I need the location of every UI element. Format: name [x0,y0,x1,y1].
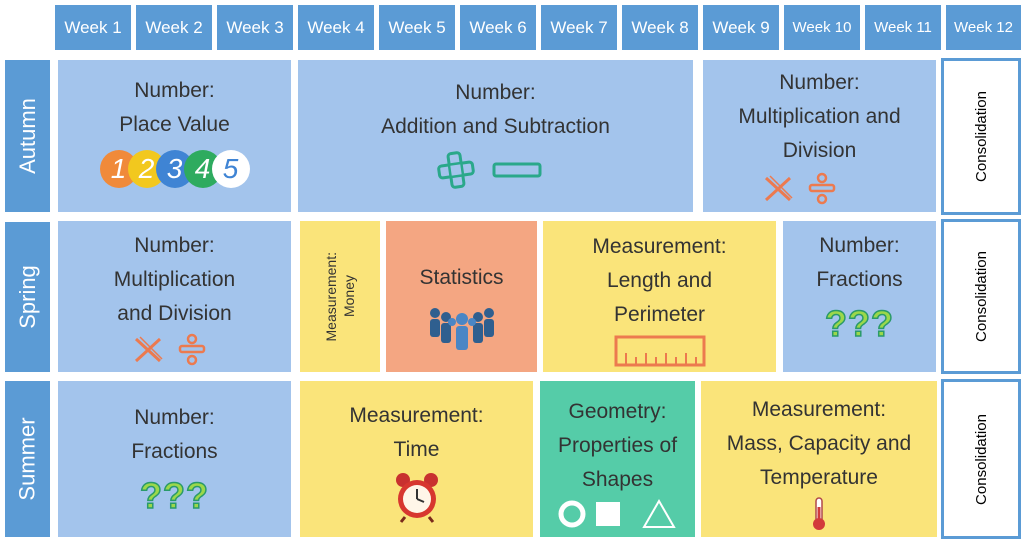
week-2-header: Week 2 [136,5,212,50]
week-11-header: Week 11 [865,5,941,50]
question-marks-icon: ??? [139,475,209,516]
spring-multiplication-division-block: Number: Multiplication and Division [58,221,291,372]
week-4-header: Week 4 [298,5,374,50]
block-topic-line-1: Length and [606,269,713,292]
week-12-header: Week 12 [946,5,1021,50]
multiply-icon [764,175,793,202]
block-heading: Measurement: [592,235,727,258]
block-topic-line-1: Multiplication [113,268,236,291]
term-summer-text: Summer [14,417,40,501]
spring-money-block: Measurement: Money [300,221,380,372]
consolidation-label: Consolidation [972,251,990,342]
term-label-autumn: Autumn [5,60,50,212]
block-topic-line-2: Perimeter [613,303,706,326]
autumn-consolidation-block: Consolidation [941,58,1021,215]
block-topic: Place Value [119,113,230,136]
consolidation-label: Consolidation [972,91,990,182]
term-spring-text: Spring [14,265,40,329]
block-topic: Fractions [131,440,218,463]
autumn-addition-subtraction-block: Number: Addition and Subtraction [298,60,693,212]
week-5-header: Week 5 [379,5,455,50]
multiply-icon [134,336,163,363]
shapes-icons [558,498,676,528]
spring-fractions-block: Number: Fractions ??? [783,221,936,372]
multiply-divide-icons [134,333,205,366]
week-9-header: Week 9 [703,5,779,50]
term-autumn-text: Autumn [14,98,40,174]
term-label-spring: Spring [5,222,50,372]
triangle-icon [641,498,676,528]
digit-5: 5 [211,150,250,188]
block-topic-line-2: and Division [117,302,232,325]
block-topic: Addition and Subtraction [381,115,610,138]
summer-mass-capacity-temperature-block: Measurement: Mass, Capacity and Temperat… [701,381,937,537]
spring-consolidation-block: Consolidation [941,219,1021,374]
week-10-header: Week 10 [784,5,860,50]
digits-icon: 1 2 3 4 5 [99,150,250,190]
consolidation-label: Consolidation [972,413,990,505]
minus-icon [492,162,541,178]
plus-icon [436,151,475,189]
week-1-header: Week 1 [55,5,131,50]
summer-time-block: Measurement: Time [300,381,533,537]
block-heading: Measurement: [751,398,887,421]
block-heading: Number: [134,234,215,257]
spring-length-perimeter-block: Measurement: Length and Perimeter [543,221,776,372]
summer-fractions-block: Number: Fractions ??? [58,381,291,537]
week-8-header: Week 8 [622,5,698,50]
square-icon [595,502,620,526]
week-6-header: Week 6 [460,5,536,50]
block-topic-line-2: Division [782,139,857,162]
block-heading: Measurement: [349,404,484,427]
term-label-summer: Summer [5,381,50,537]
week-7-header: Week 7 [541,5,617,50]
week-3-header: Week 3 [217,5,293,50]
summer-consolidation-block: Consolidation [941,379,1021,539]
summer-geometry-block: Geometry: Properties of Shapes [540,381,695,537]
block-heading: Geometry: [568,400,667,423]
circle-icon [558,500,585,528]
autumn-place-value-block: Number: Place Value 1 2 3 4 5 [58,60,291,212]
block-topic-line-2: Shapes [581,468,654,491]
people-icon [429,308,494,350]
block-topic-line-1: Multiplication and [738,105,901,128]
divide-icon [178,333,205,366]
block-heading: Number: [779,71,860,94]
block-topic: Statistics [419,266,504,289]
money-heading: Measurement: [323,251,339,342]
divide-icon [808,172,835,205]
block-topic: Time [393,438,440,461]
money-topic: Money [341,275,357,318]
block-heading: Number: [455,81,536,104]
autumn-multiplication-division-block: Number: Multiplication and Division [703,60,936,212]
block-topic-line-1: Mass, Capacity and [726,432,912,455]
block-topic: Fractions [816,268,903,291]
plus-minus-icons [436,151,541,189]
block-topic-line-1: Properties of [557,434,678,457]
block-heading: Number: [819,234,900,257]
spring-statistics-block: Statistics [386,221,537,372]
block-topic-line-2: Temperature [760,466,878,489]
ruler-icon [614,335,705,367]
multiply-divide-icons [764,172,835,205]
alarm-clock-icon [395,473,438,523]
block-heading: Number: [134,79,215,102]
block-heading: Number: [134,406,215,429]
thermometer-icon [813,497,825,530]
question-marks-icon: ??? [824,303,894,344]
